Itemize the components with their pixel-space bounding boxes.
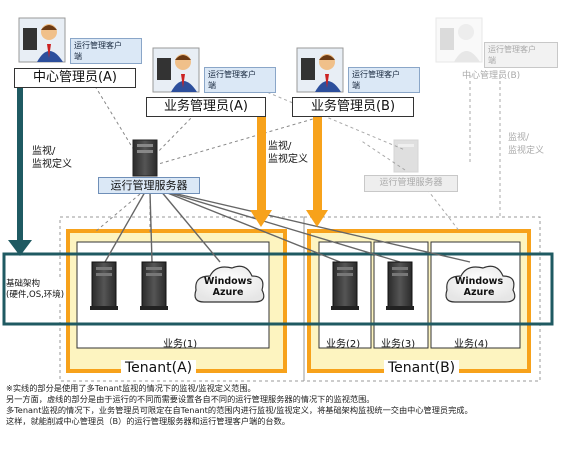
note-line-1: ※实线的部分是使用了多Tenant监视的情况下的监视/监视定义范围。 <box>6 383 256 393</box>
server-tower-icon <box>331 261 359 310</box>
business-4-label: 业务(4) <box>454 339 489 350</box>
admin-person-icon <box>435 17 483 63</box>
server-tower-icon <box>140 261 168 310</box>
note-line-4: 这样，就能削减中心管理员（B）的运行管理服务器和运行管理客户端的台数。 <box>6 416 290 426</box>
business-2-label: 业务(2) <box>326 339 361 350</box>
biz-admin-a-arrow <box>257 114 266 214</box>
admin-person-icon <box>152 47 200 93</box>
tenant-b-label: Tenant(B) <box>384 360 460 376</box>
center-admin-b-label: 中心管理员(B) <box>462 71 521 81</box>
management-server-label: 运行管理服务器 <box>98 177 200 194</box>
center-admin-a-label: 中心管理员(A) <box>14 68 136 88</box>
infrastructure-band <box>2 252 554 326</box>
biz-admin-a-label: 业务管理员(A) <box>146 97 266 117</box>
server-tower-icon <box>393 139 419 173</box>
biz-admin-b-arrow <box>313 114 322 214</box>
business-1-label: 业务(1) <box>163 339 198 350</box>
business-3-label: 业务(3) <box>381 339 416 350</box>
client-tag: 运行管理客户 端 <box>204 67 276 93</box>
note-line-3: 多Tenant监视的情况下，业务管理员可限定在自Tenant的范围内进行监视/监… <box>6 405 473 415</box>
windows-azure-cloud-icon <box>445 265 516 303</box>
server-tower-icon <box>132 139 158 177</box>
tenant-a-label: Tenant(A) <box>121 360 197 376</box>
ghost-monitor-label: 监视/ 监视定义 <box>508 133 545 156</box>
infrastructure-label: 基础架构 (硬件,OS,环境) <box>6 279 65 301</box>
center-monitor-label: 监视/ 监视定义 <box>32 146 72 170</box>
note-line-2: 另一方面，虚线的部分是由于运行的不同而需要设置各自不同的运行管理服务器的情况下的… <box>6 394 375 404</box>
client-tag-ghost: 运行管理客户 端 <box>484 42 558 68</box>
windows-azure-text: Windows Azure <box>454 276 504 298</box>
server-tower-icon <box>90 261 118 310</box>
tenant-b-dashed-boundary <box>303 216 541 382</box>
management-server-ghost-label: 运行管理服务器 <box>364 175 458 192</box>
admin-person-icon <box>296 47 344 93</box>
client-tag: 运行管理客户 端 <box>348 67 420 93</box>
biz-monitor-label: 监视/ 监视定义 <box>268 141 308 165</box>
biz-admin-b-label: 业务管理员(B) <box>292 97 414 117</box>
windows-azure-cloud-icon <box>194 265 265 303</box>
admin-person-icon <box>18 17 66 63</box>
windows-azure-text: Windows Azure <box>203 276 253 298</box>
client-tag: 运行管理客户 端 <box>70 38 142 64</box>
server-tower-icon <box>386 261 414 310</box>
